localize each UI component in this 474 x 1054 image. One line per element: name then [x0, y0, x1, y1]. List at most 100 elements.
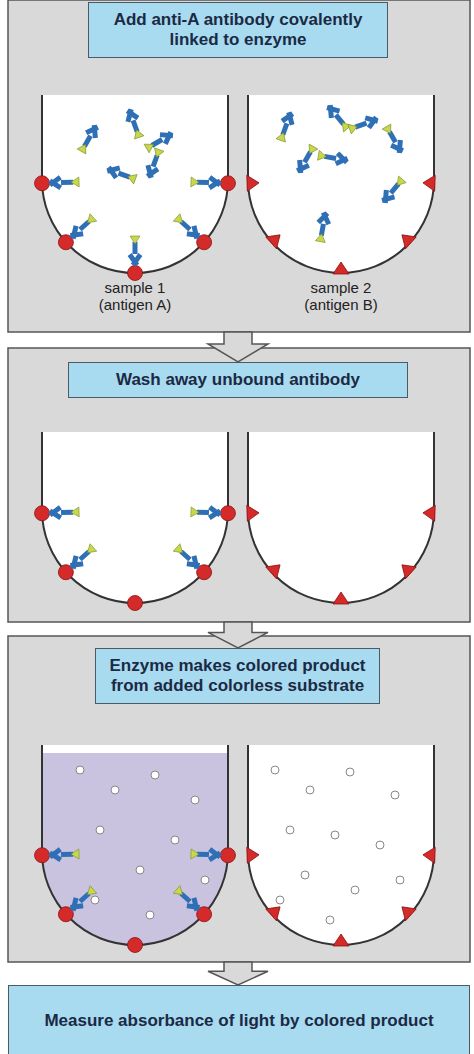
step-box: Measure absorbance of light by colored p… — [8, 985, 470, 1054]
well-outline — [248, 745, 434, 945]
antigen-a — [220, 848, 235, 863]
enzyme-antibody — [292, 143, 320, 177]
enzyme-antibody — [380, 123, 408, 157]
enzyme-antibody — [66, 542, 99, 573]
enzyme-antibody — [66, 212, 99, 243]
enzyme-antibody — [128, 236, 143, 267]
antigen-b — [247, 847, 260, 863]
colored-product — [42, 753, 228, 945]
enzyme-antibody — [322, 100, 353, 133]
substrate-molecule — [376, 841, 384, 849]
step-box: Enzyme makes colored product from added … — [95, 648, 380, 704]
well-interior — [248, 432, 434, 603]
antigen-b — [397, 901, 417, 921]
antigen-a — [128, 266, 143, 281]
substrate-molecule — [96, 826, 104, 834]
antigen-a — [35, 848, 50, 863]
step-text: Enzyme makes colored product from added … — [106, 656, 369, 696]
well-outline — [42, 95, 228, 273]
substrate-molecule — [276, 896, 284, 904]
antigen-b — [423, 505, 436, 521]
substrate-molecule — [396, 876, 404, 884]
antigen-b — [333, 262, 349, 274]
substrate-molecule — [91, 896, 99, 904]
enzyme-antibody — [347, 112, 381, 136]
antigen-b — [247, 505, 260, 521]
step-panel — [8, 636, 470, 962]
well-outline — [42, 432, 228, 603]
enzyme-antibody — [104, 162, 138, 186]
enzyme-antibody — [172, 884, 205, 915]
antigen-a — [220, 506, 235, 521]
substrate-molecule — [306, 786, 314, 794]
step-text: Add anti-A antibody covalently linked to… — [99, 10, 377, 50]
antigen-b — [266, 229, 286, 249]
sample-label: sample 1 (antigen A) — [85, 279, 185, 313]
antigen-b — [266, 559, 286, 579]
enzyme-antibody — [317, 148, 350, 168]
flow-arrow — [208, 332, 268, 362]
step-box: Add anti-A antibody covalently linked to… — [88, 2, 388, 58]
substrate-molecule — [271, 766, 279, 774]
enzyme-antibody — [122, 106, 146, 140]
antigen-b — [423, 175, 436, 191]
enzyme-antibody — [191, 847, 222, 863]
substrate-molecule — [151, 771, 159, 779]
well-interior — [248, 95, 434, 273]
enzyme-antibody — [48, 505, 79, 521]
enzyme-antibody — [191, 505, 222, 521]
antigen-a — [220, 176, 235, 191]
well-outline — [248, 432, 434, 603]
substrate-molecule — [326, 916, 334, 924]
antigen-b — [333, 592, 349, 604]
substrate-molecule — [351, 886, 359, 894]
well-interior — [42, 745, 228, 945]
enzyme-antibody — [172, 212, 205, 243]
antigen-a — [128, 938, 143, 953]
enzyme-antibody — [48, 175, 79, 191]
well-interior — [42, 95, 228, 273]
enzyme-antibody — [66, 884, 99, 915]
enzyme-antibody — [377, 175, 408, 208]
substrate-molecule — [76, 766, 84, 774]
sample-label: sample 2 (antigen B) — [291, 279, 391, 313]
substrate-molecule — [201, 876, 209, 884]
well-outline — [42, 745, 228, 945]
enzyme-antibody — [48, 847, 79, 863]
antigen-b — [247, 175, 260, 191]
antigen-b — [333, 934, 349, 946]
substrate-molecule — [286, 826, 294, 834]
step-box: Wash away unbound antibody — [68, 362, 408, 398]
enzyme-antibody — [274, 109, 298, 143]
enzyme-antibody — [191, 175, 222, 191]
step-panel — [8, 0, 470, 332]
enzyme-antibody — [313, 210, 333, 243]
substrate-molecule — [146, 911, 154, 919]
substrate-molecule — [346, 768, 354, 776]
enzyme-antibody — [142, 147, 166, 181]
step-text: Measure absorbance of light by colored p… — [44, 1011, 433, 1031]
substrate-molecule — [136, 866, 144, 874]
well-interior — [248, 745, 434, 945]
antigen-a — [35, 506, 50, 521]
substrate-molecule — [111, 786, 119, 794]
enzyme-antibody — [75, 121, 103, 155]
antigen-a — [128, 596, 143, 611]
flow-arrow — [208, 962, 268, 985]
substrate-molecule — [171, 836, 179, 844]
well-interior — [42, 432, 228, 603]
antigen-b — [397, 559, 417, 579]
substrate-molecule — [391, 791, 399, 799]
substrate-molecule — [331, 831, 339, 839]
antigen-b — [397, 229, 417, 249]
step-text: Wash away unbound antibody — [116, 370, 360, 390]
antigen-a — [35, 176, 50, 191]
antigen-b — [423, 847, 436, 863]
antigen-b — [266, 901, 286, 921]
substrate-molecule — [191, 796, 199, 804]
enzyme-antibody — [172, 542, 205, 573]
flow-arrow — [208, 622, 268, 648]
step-panel — [8, 348, 470, 622]
well-outline — [248, 95, 434, 273]
